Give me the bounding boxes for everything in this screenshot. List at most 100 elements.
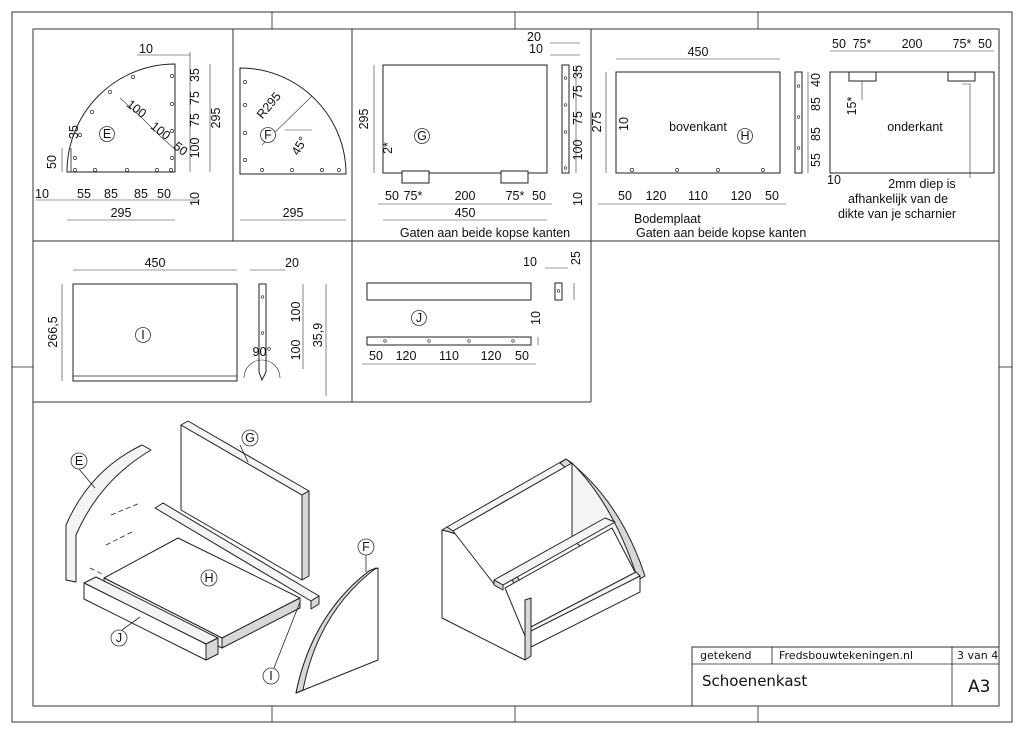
dim-g-bottom-50b: 50 (532, 189, 546, 203)
dim-u-top-50b: 50 (978, 37, 992, 51)
dim-h-bottom-50b: 50 (765, 189, 779, 203)
dim-i-side-total: 35,9 (311, 323, 325, 347)
dim-e-left-50: 50 (45, 155, 59, 169)
dim-u-angle: 15* (845, 96, 859, 115)
dim-u-top-200: 200 (902, 37, 923, 51)
dim-e-right-75a: 75 (188, 91, 202, 105)
part-j-top-view (366, 282, 532, 301)
underside-note-line3: dikte van je scharnier (838, 207, 956, 221)
callout-f (357, 538, 375, 556)
dim-j-bottom-110: 110 (439, 349, 459, 363)
part-e-tag (99, 126, 115, 142)
dim-i-side-100b: 100 (289, 340, 303, 361)
dim-j-end-10: 10 (523, 255, 537, 269)
dim-e-top-10: 10 (139, 42, 153, 56)
dim-i-width: 450 (145, 256, 166, 270)
dim-h-side-40: 40 (809, 73, 823, 87)
title-block: getekend Fredsbouwtekeningen.nl 3 van 4 … (691, 646, 1000, 707)
part-g-label: G (417, 129, 427, 143)
title-block-sheet-number: 3 van 4 (957, 649, 998, 662)
dim-i-side-100a: 100 (289, 302, 303, 323)
callout-f-label: F (362, 540, 370, 554)
dim-e-bottom-50: 50 (157, 187, 171, 201)
part-g-tag (414, 128, 430, 144)
part-f-label: F (264, 128, 272, 142)
dim-u-top-50a: 50 (832, 37, 846, 51)
dim-j-edge: 10 (529, 311, 543, 325)
exploded-assembly-view: E G H F J I (65, 420, 379, 694)
part-g-view: G 295 2* 50 75* 200 75* 50 450 20 10 35 … (357, 30, 585, 240)
title-block-paper-size: A3 (968, 677, 990, 697)
part-f-outline (239, 67, 347, 175)
part-e-label: E (103, 127, 111, 141)
drawing-frame (11, 11, 1013, 723)
dim-h-side-85b: 85 (809, 127, 823, 141)
part-f-tag (260, 127, 276, 143)
underside-note-line2: afhankelijk van de (848, 192, 948, 206)
exploded-part-e (65, 444, 152, 583)
dim-g-bottom-75b: 75* (506, 189, 525, 203)
part-e-outline (66, 63, 176, 173)
part-h-tag (737, 128, 753, 144)
dim-g-width: 450 (455, 206, 476, 220)
dim-j-bottom-120b: 120 (481, 349, 502, 363)
dim-g-side-20: 20 (527, 30, 541, 44)
part-g-hinge-slot-left (401, 170, 430, 184)
part-h-view: bovenkant H 450 275 10 50 120 110 120 50… (590, 45, 841, 240)
part-h-note: Gaten aan beide kopse kanten (636, 226, 806, 240)
part-h-underside-view: onderkant 50 75* 200 75* 50 15* 2mm diep… (829, 37, 995, 221)
callout-i-label: I (269, 669, 272, 683)
dim-e-bottom-10: 10 (35, 187, 49, 201)
part-h-caption: Bodemplaat (634, 212, 701, 226)
dim-e-bottom-85a: 85 (104, 187, 118, 201)
dim-h-bottom-120b: 120 (731, 189, 752, 203)
dim-u-top-75a: 75* (853, 37, 872, 51)
underside-hinge-recess-left (848, 71, 877, 82)
callout-i (262, 667, 280, 685)
dim-g-side-75a: 75 (571, 85, 585, 99)
callout-h-label: H (204, 571, 213, 585)
dim-e-right-35: 35 (188, 68, 202, 82)
part-h-label: H (740, 129, 749, 143)
part-j-label: J (416, 311, 422, 325)
dim-g-side-35: 35 (571, 65, 585, 79)
dim-h-bottom-50a: 50 (618, 189, 632, 203)
dim-h-width: 450 (688, 45, 709, 59)
part-e-view: E 10 35 75 75 100 10 295 35 50 100 100 5… (35, 42, 223, 221)
part-j-front-view (366, 336, 532, 346)
callout-j-label: J (116, 631, 122, 645)
dim-e-right-100: 100 (188, 138, 202, 159)
part-j-tag (411, 310, 427, 326)
title-block-drawn-label: getekend (700, 649, 752, 662)
exploded-part-f (295, 567, 379, 694)
dim-h-bottom-110: 110 (688, 189, 708, 203)
dim-g-side-10: 10 (529, 42, 543, 56)
part-h-top-label: bovenkant (669, 120, 727, 134)
dim-h-height: 275 (590, 112, 604, 133)
dim-e-left-35: 35 (67, 125, 81, 139)
dim-g-notch-angle: 2* (381, 142, 395, 154)
dim-j-bottom-50b: 50 (515, 349, 529, 363)
part-h-underside-outline (829, 71, 995, 174)
dim-h-side-bottom-10: 10 (827, 173, 841, 187)
title-block-site: Fredsbouwtekeningen.nl (779, 649, 913, 662)
part-g-hinge-slot-right (500, 170, 529, 184)
dim-i-thickness: 20 (285, 256, 299, 270)
title-block-drawing-title: Schoenenkast (702, 672, 807, 690)
dim-u-top-75b: 75* (953, 37, 972, 51)
dim-g-bottom-75a: 75* (404, 189, 423, 203)
callout-j (110, 629, 128, 647)
dim-g-bottom-200: 200 (455, 189, 476, 203)
part-g-outline (382, 64, 548, 174)
part-i-outline (72, 283, 238, 382)
dim-h-edge: 10 (617, 117, 631, 131)
dim-j-bottom-120a: 120 (396, 349, 417, 363)
part-i-view: I 450 266,5 20 100 100 35,9 90° (46, 256, 327, 396)
dim-e-bottom-85b: 85 (134, 187, 148, 201)
part-g-note: Gaten aan beide kopse kanten (400, 226, 570, 240)
part-f-view: F R295 45° 295 (239, 67, 347, 221)
dim-e-right-75b: 75 (188, 113, 202, 127)
assembled-cabinet-view (441, 458, 646, 661)
part-i-label: I (141, 328, 144, 342)
underside-note-line1: 2mm diep is (888, 177, 955, 191)
